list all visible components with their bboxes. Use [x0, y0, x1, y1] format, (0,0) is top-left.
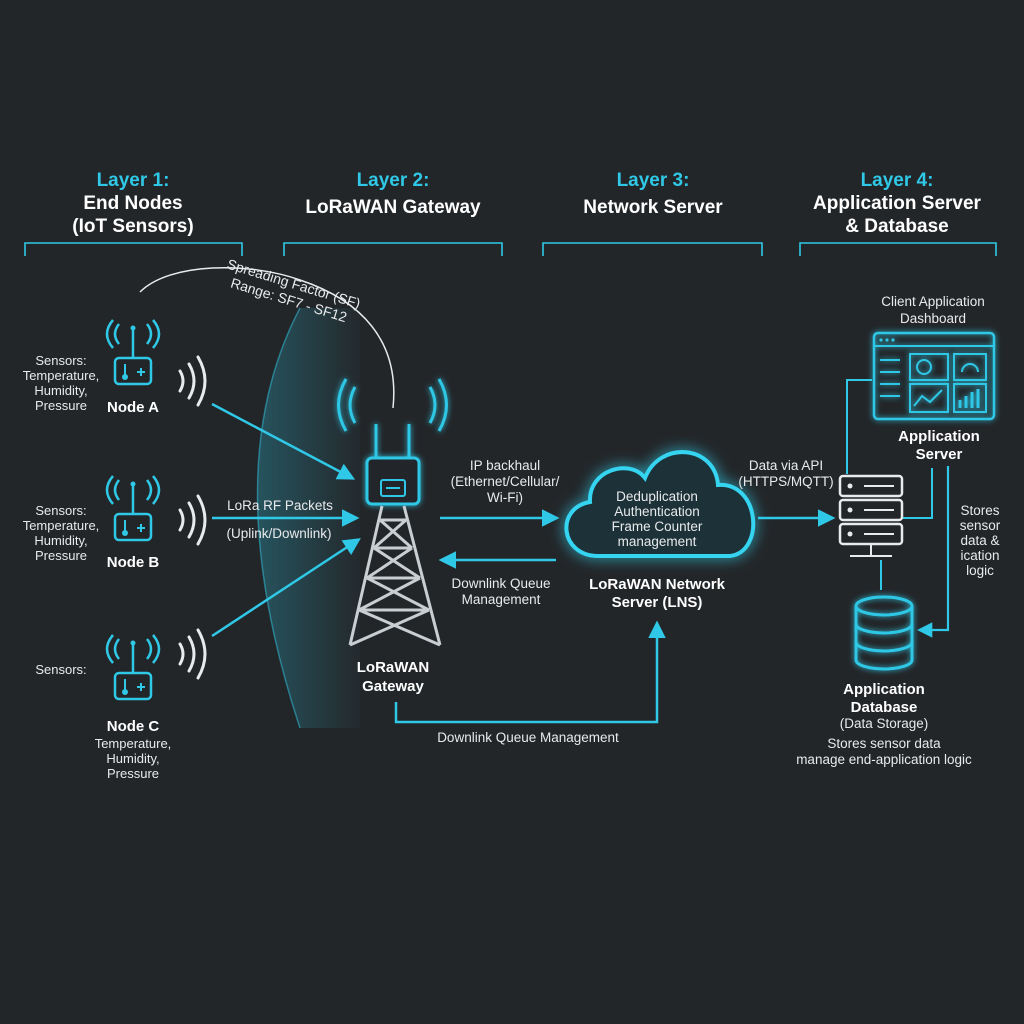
downlink-bottom-label: Downlink Queue Management	[437, 730, 619, 745]
server-to-appserver-line	[903, 468, 933, 519]
node-c-sensors-2: Pressure	[107, 766, 159, 781]
rf-arrow-a	[211, 402, 356, 480]
node-a-device-icon	[105, 318, 161, 386]
server-icon	[838, 474, 904, 557]
layer-1-name: End Nodes	[83, 193, 182, 214]
node-b: Sensors: Temperature, Humidity, Pressure…	[23, 474, 207, 571]
gateway-label-line2: Gateway	[362, 678, 424, 695]
layer-2-bracket	[283, 242, 503, 256]
stores-arrow	[916, 466, 950, 638]
layer-3-number: Layer 3:	[617, 170, 690, 191]
layer-3-bracket	[542, 242, 763, 256]
gateway-lattice	[348, 505, 442, 647]
cloud-line-3: management	[618, 534, 697, 549]
backhaul-line2: (Ethernet/Cellular/	[451, 474, 560, 489]
downlink-short-line1: Downlink Queue	[451, 576, 550, 591]
database-desc-line1: Stores sensor data	[827, 736, 941, 751]
database-desc-line2: manage end-application logic	[796, 752, 972, 767]
node-b-sensors-0: Sensors:	[35, 503, 86, 518]
node-a-sensors-2: Humidity,	[34, 383, 87, 398]
layer-1-bracket	[24, 242, 243, 256]
cloud-line-0: Deduplication	[616, 489, 698, 504]
stores-side-0: Stores	[960, 503, 999, 518]
app-server-label-line1: Application	[898, 428, 980, 445]
node-c-sensors-1: Humidity,	[106, 751, 159, 766]
backhaul-line3: Wi-Fi)	[487, 490, 523, 505]
gateway-tower-icon	[337, 378, 448, 506]
node-b-sensors-1: Temperature,	[23, 518, 100, 533]
layer-2-number: Layer 2:	[357, 170, 430, 191]
app-server-label-line2: Server	[916, 446, 963, 463]
lns-label-line2: Server (LNS)	[612, 594, 703, 611]
node-a-sensors-3: Pressure	[35, 398, 87, 413]
layer-4-bracket	[799, 242, 997, 256]
stores-side-2: data &	[960, 533, 999, 548]
node-c-sensors-0: Temperature,	[95, 736, 172, 751]
coverage-edge	[256, 307, 301, 729]
database-label-line2: Database	[851, 699, 918, 716]
gateway-label-line1: LoRaWAN	[357, 659, 430, 676]
layer-4-number: Layer 4:	[861, 170, 934, 191]
cloud-line-2: Frame Counter	[612, 519, 703, 534]
cloud-line-1: Authentication	[614, 504, 700, 519]
layer-1-subname: (IoT Sensors)	[72, 216, 193, 237]
dashboard-label-line1: Client Application	[881, 294, 985, 309]
node-b-signal-waves-icon	[178, 494, 207, 546]
node-c-signal-waves-icon	[178, 628, 207, 680]
database-label-line1: Application	[843, 681, 925, 698]
backhaul-line1: IP backhaul	[470, 458, 540, 473]
downlink-short-line2: Management	[462, 592, 541, 607]
layer-1-number: Layer 1:	[97, 170, 170, 191]
rf-label-line1: LoRa RF Packets	[227, 498, 333, 513]
database-icon	[854, 595, 914, 671]
api-line2: (HTTPS/MQTT)	[738, 474, 833, 489]
node-c-label: Node C	[107, 718, 160, 735]
rf-label-line2: (Uplink/Downlink)	[226, 526, 331, 541]
database-label-line3: (Data Storage)	[840, 716, 929, 731]
layer-header-1: Layer 1: End Nodes (IoT Sensors)	[24, 170, 243, 256]
layer-3-name: Network Server	[583, 197, 723, 218]
spreading-factor-arc	[139, 266, 395, 409]
node-c-sensors-top: Sensors:	[35, 662, 86, 677]
node-b-device-icon	[105, 474, 161, 542]
cloud-icon	[564, 450, 756, 558]
layer-header-4: Layer 4: Application Server & Database	[799, 170, 997, 256]
lns-label-line1: LoRaWAN Network	[589, 576, 726, 593]
layer-4-name: Application Server	[813, 193, 981, 214]
stores-side-3: ication	[960, 548, 999, 563]
layer-header-3: Layer 3: Network Server	[542, 170, 763, 256]
node-c-device-icon	[105, 633, 161, 701]
node-a-sensors-1: Temperature,	[23, 368, 100, 383]
node-a-signal-waves-icon	[178, 355, 207, 407]
stores-side-1: sensor	[960, 518, 1001, 533]
node-a-label: Node A	[107, 399, 159, 416]
node-c: Sensors: Node C Temperature, Humidity, P…	[35, 628, 207, 781]
dashboard-icon	[872, 331, 996, 421]
rf-arrow-c	[211, 538, 361, 638]
server-to-dashboard-line	[846, 379, 872, 474]
downlink-loop-arrow	[394, 620, 666, 724]
api-line1: Data via API	[749, 458, 823, 473]
node-a-sensors-0: Sensors:	[35, 353, 86, 368]
spreading-factor-label: Spreading Factor (SF) Range: SF7 - SF12	[225, 256, 362, 325]
node-a: Sensors: Temperature, Humidity, Pressure…	[23, 318, 207, 416]
node-b-label: Node B	[107, 554, 160, 571]
node-b-sensors-2: Humidity,	[34, 533, 87, 548]
node-b-sensors-3: Pressure	[35, 548, 87, 563]
layer-4-subname: & Database	[845, 216, 949, 237]
layer-header-2: Layer 2: LoRaWAN Gateway	[283, 170, 503, 256]
stores-side-4: logic	[966, 563, 994, 578]
layer-2-name: LoRaWAN Gateway	[305, 197, 481, 218]
dashboard-label-line2: Dashboard	[900, 311, 966, 326]
